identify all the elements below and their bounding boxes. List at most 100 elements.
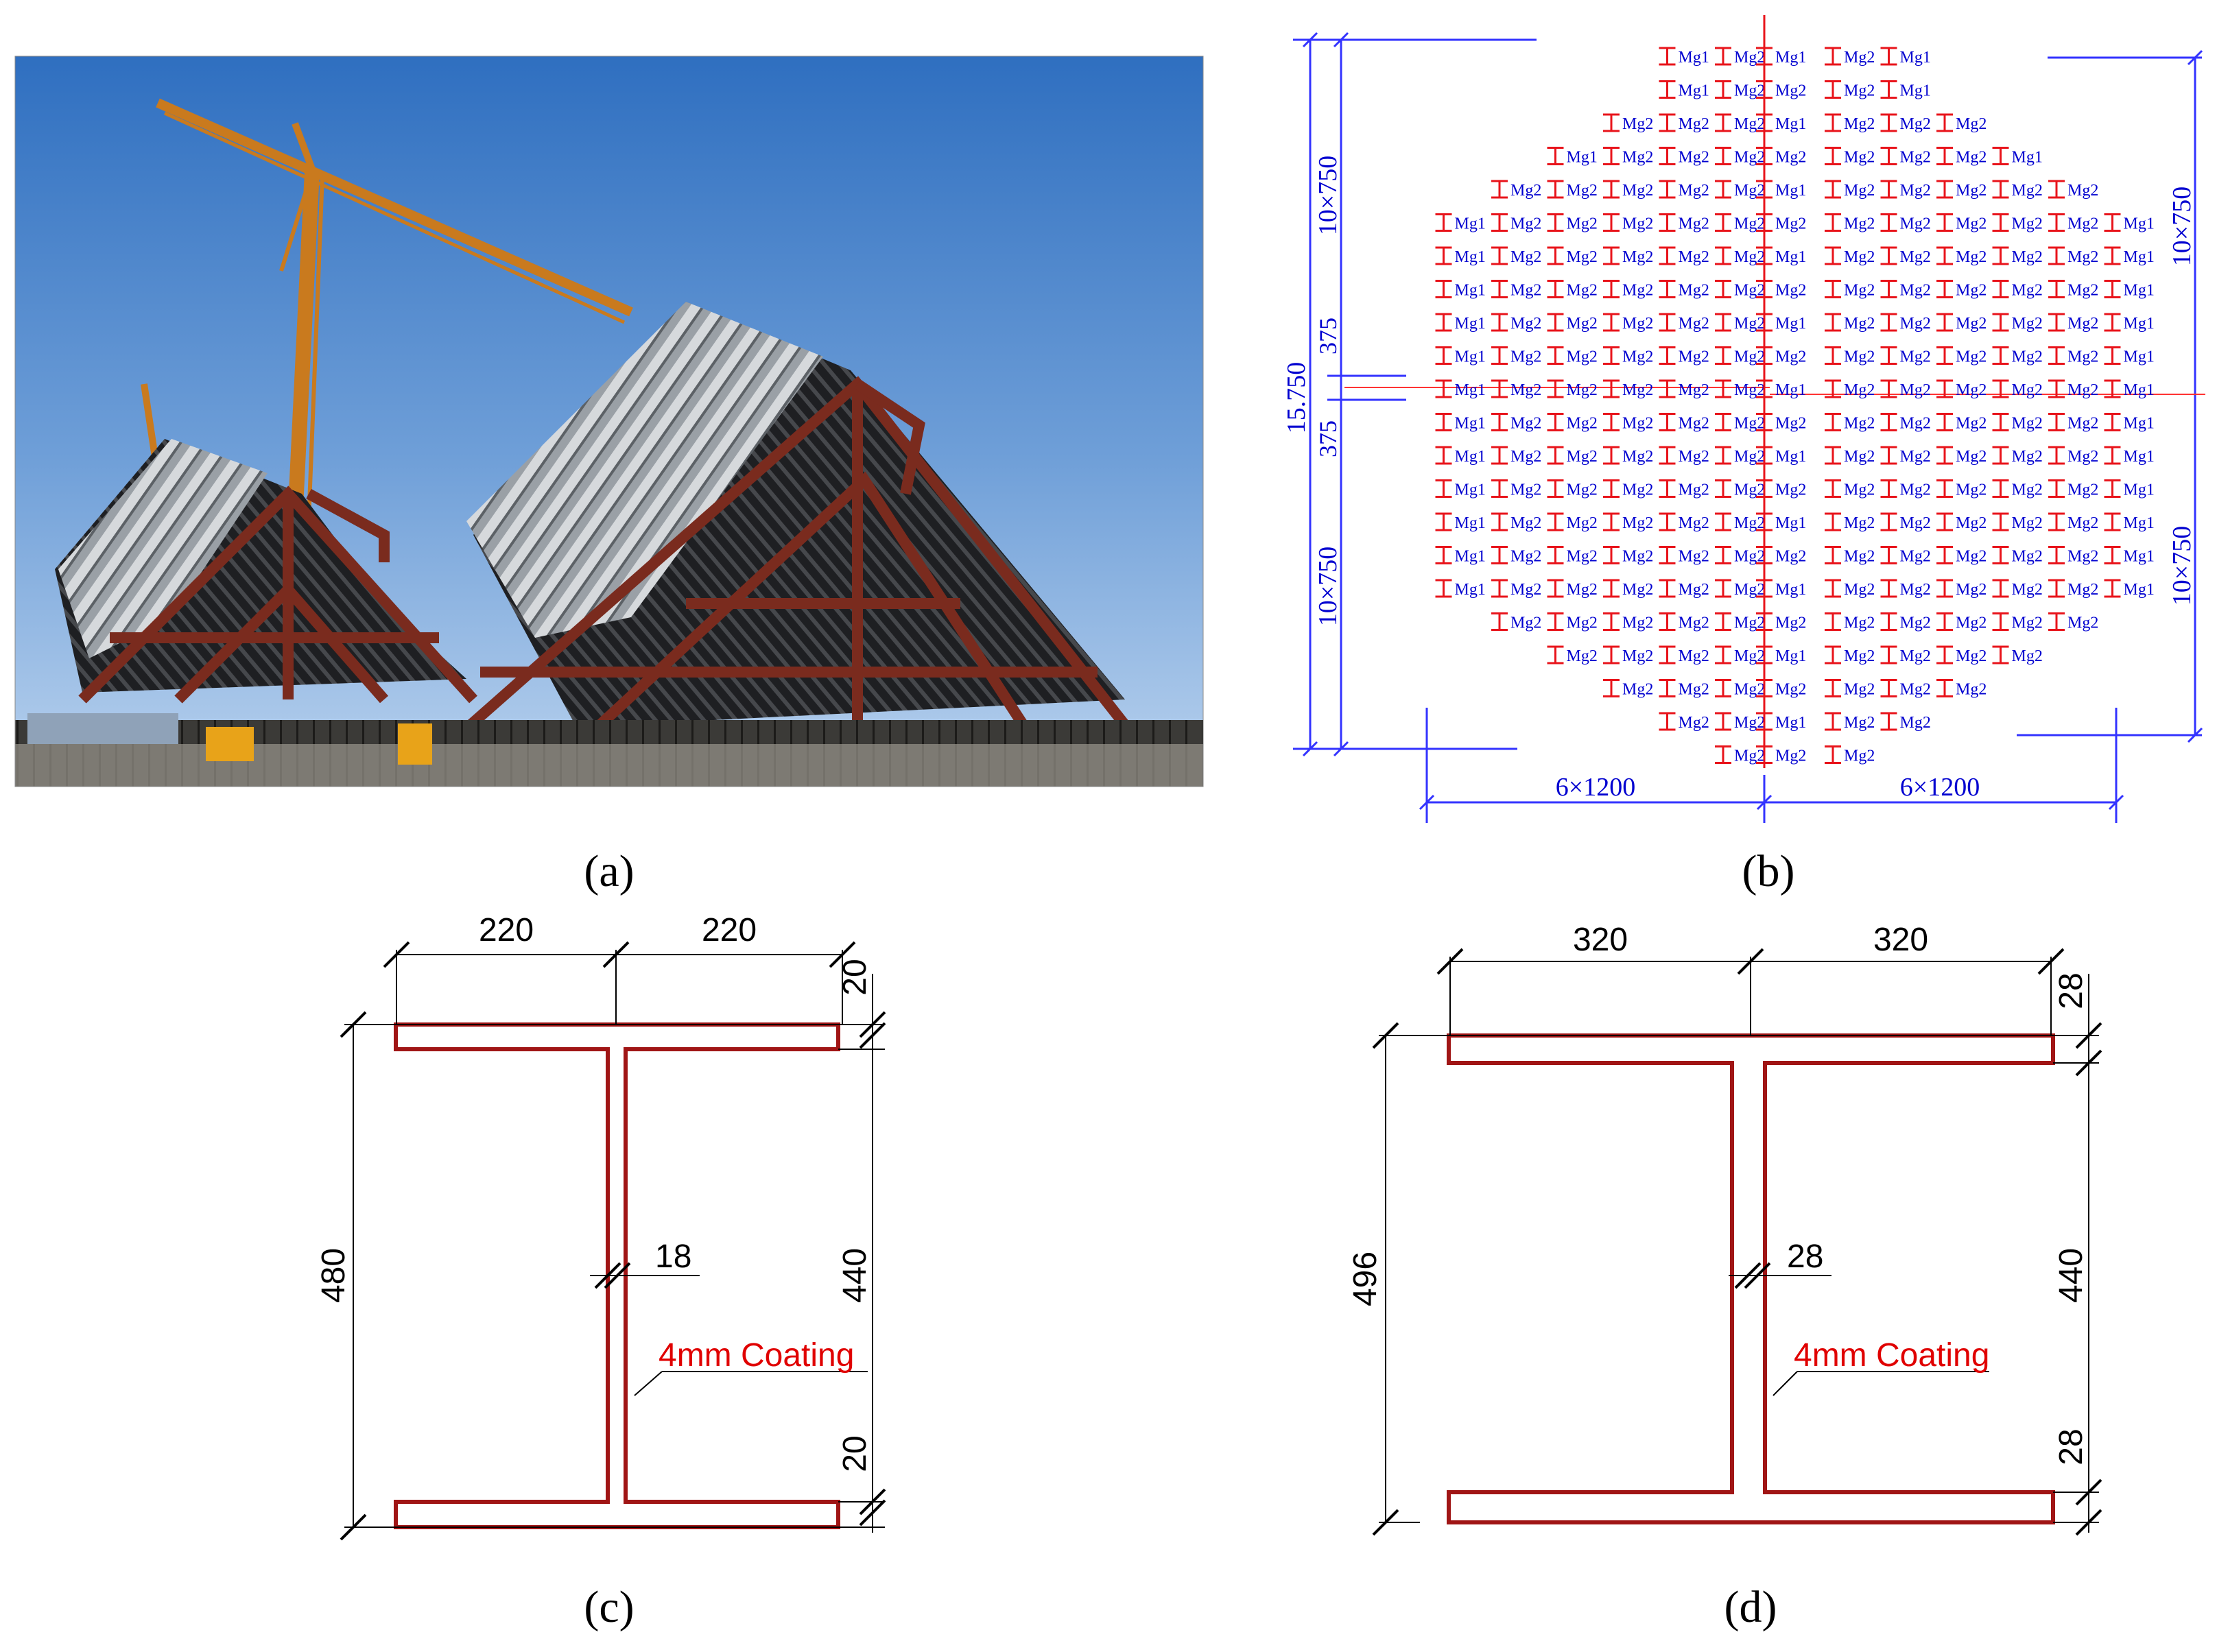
member-symbol: Mg1 xyxy=(1756,379,1806,399)
member-symbol: Mg2 xyxy=(1659,213,1709,233)
member-label: Mg2 xyxy=(1567,647,1598,665)
member-label: Mg2 xyxy=(1956,315,1987,333)
member-label: Mg2 xyxy=(1567,282,1598,300)
dim-top-right: 10×750 xyxy=(2168,187,2196,266)
member-symbol: Mg1 xyxy=(1435,579,1486,599)
member-label: Mg1 xyxy=(1455,282,1486,300)
member-symbol: Mg2 xyxy=(1491,546,1541,566)
member-label: Mg2 xyxy=(2067,481,2098,499)
member-label: Mg2 xyxy=(2067,315,2098,333)
member-symbol: Mg2 xyxy=(1603,379,1653,399)
member-label: Mg2 xyxy=(1622,415,1653,433)
member-label: Mg2 xyxy=(1900,481,1931,499)
member-symbol: Mg2 xyxy=(1992,645,2043,665)
member-symbol: Mg2 xyxy=(1825,113,1875,133)
member-symbol: Mg2 xyxy=(1936,512,1987,532)
member-symbol: Mg2 xyxy=(1880,546,1931,566)
member-label: Mg1 xyxy=(2124,448,2155,466)
member-label: Mg2 xyxy=(1956,149,1987,167)
member-label: Mg1 xyxy=(1775,714,1806,732)
member-symbol: Mg1 xyxy=(1880,80,1931,100)
member-symbol: Mg2 xyxy=(1491,180,1541,200)
member-label: Mg2 xyxy=(1956,647,1987,665)
member-label: Mg2 xyxy=(1900,182,1931,200)
member-label: Mg2 xyxy=(1622,215,1653,233)
member-symbol: Mg2 xyxy=(1936,113,1987,133)
d-top-right-width: 320 xyxy=(1873,922,1928,958)
member-label: Mg2 xyxy=(1622,614,1653,632)
member-symbol: Mg2 xyxy=(1491,313,1541,333)
member-symbol: Mg1 xyxy=(1756,712,1806,732)
member-label: Mg2 xyxy=(1679,614,1709,632)
member-symbol: Mg2 xyxy=(1992,512,2043,532)
dim-bottom-left-width: 6×1200 xyxy=(1556,773,1635,802)
member-label: Mg2 xyxy=(1679,714,1709,732)
member-label: Mg2 xyxy=(1900,381,1931,399)
member-symbol: Mg2 xyxy=(1603,579,1653,599)
member-symbol: Mg1 xyxy=(1435,346,1486,366)
member-symbol: Mg2 xyxy=(1825,512,1875,532)
member-symbol: Mg2 xyxy=(1547,645,1598,665)
member-label: Mg2 xyxy=(1900,614,1931,632)
member-label: Mg2 xyxy=(1844,481,1875,499)
member-symbol: Mg2 xyxy=(1825,479,1875,499)
member-symbol: Mg1 xyxy=(1756,446,1806,466)
member-label: Mg2 xyxy=(1844,282,1875,300)
member-symbol: Mg2 xyxy=(1992,180,2043,200)
member-label: Mg2 xyxy=(1900,115,1931,133)
member-label: Mg2 xyxy=(1844,714,1875,732)
member-symbol: Mg2 xyxy=(1825,313,1875,333)
member-symbol: Mg2 xyxy=(1547,479,1598,499)
member-symbol: Mg2 xyxy=(1603,313,1653,333)
member-label: Mg2 xyxy=(2067,415,2098,433)
member-symbol: Mg2 xyxy=(1936,313,1987,333)
member-label: Mg2 xyxy=(2067,215,2098,233)
member-symbol: Mg2 xyxy=(1936,213,1987,233)
member-symbol: Mg2 xyxy=(1936,413,1987,433)
c-coating-label: 4mm Coating xyxy=(659,1337,854,1374)
member-symbol: Mg2 xyxy=(1659,379,1709,399)
c-top-right-width: 220 xyxy=(702,912,757,948)
member-symbol: Mg2 xyxy=(1756,679,1806,699)
c-web-thickness: 18 xyxy=(655,1238,691,1275)
member-symbol: Mg2 xyxy=(1880,113,1931,133)
member-symbol: Mg2 xyxy=(1756,80,1806,100)
member-symbol: Mg2 xyxy=(1659,579,1709,599)
member-label: Mg1 xyxy=(1775,248,1806,266)
member-symbol: Mg2 xyxy=(2048,246,2098,266)
member-symbol: Mg1 xyxy=(2104,413,2155,433)
member-symbol: Mg2 xyxy=(1880,147,1931,167)
member-label: Mg2 xyxy=(1956,614,1987,632)
member-symbol: Mg2 xyxy=(1880,612,1931,632)
member-symbol: Mg2 xyxy=(1825,346,1875,366)
member-label: Mg2 xyxy=(1956,548,1987,566)
member-label: Mg2 xyxy=(1567,215,1598,233)
member-label: Mg2 xyxy=(1900,514,1931,532)
member-symbol: Mg1 xyxy=(1435,546,1486,566)
member-label: Mg2 xyxy=(1567,182,1598,200)
caption-a: (a) xyxy=(584,846,634,896)
member-label: Mg1 xyxy=(1455,248,1486,266)
member-symbol: Mg2 xyxy=(1659,612,1709,632)
member-symbol: Mg2 xyxy=(1547,612,1598,632)
member-label: Mg2 xyxy=(1844,448,1875,466)
member-label: Mg2 xyxy=(1510,248,1541,266)
member-symbol: Mg2 xyxy=(1547,546,1598,566)
member-label: Mg2 xyxy=(1679,681,1709,699)
member-symbol: Mg2 xyxy=(1880,512,1931,532)
member-symbol: Mg2 xyxy=(1756,213,1806,233)
member-label: Mg1 xyxy=(2124,282,2155,300)
member-label: Mg2 xyxy=(1622,182,1653,200)
member-symbol: Mg2 xyxy=(1992,446,2043,466)
member-label: Mg2 xyxy=(1679,448,1709,466)
member-symbol: Mg2 xyxy=(1547,346,1598,366)
member-label: Mg1 xyxy=(1567,149,1598,167)
member-symbol: Mg2 xyxy=(1603,479,1653,499)
member-label: Mg2 xyxy=(1622,448,1653,466)
member-symbol: Mg2 xyxy=(1825,745,1875,765)
member-label: Mg2 xyxy=(1900,681,1931,699)
member-symbol: Mg2 xyxy=(1880,413,1931,433)
member-symbol: Mg1 xyxy=(2104,512,2155,532)
member-symbol: Mg2 xyxy=(1659,147,1709,167)
